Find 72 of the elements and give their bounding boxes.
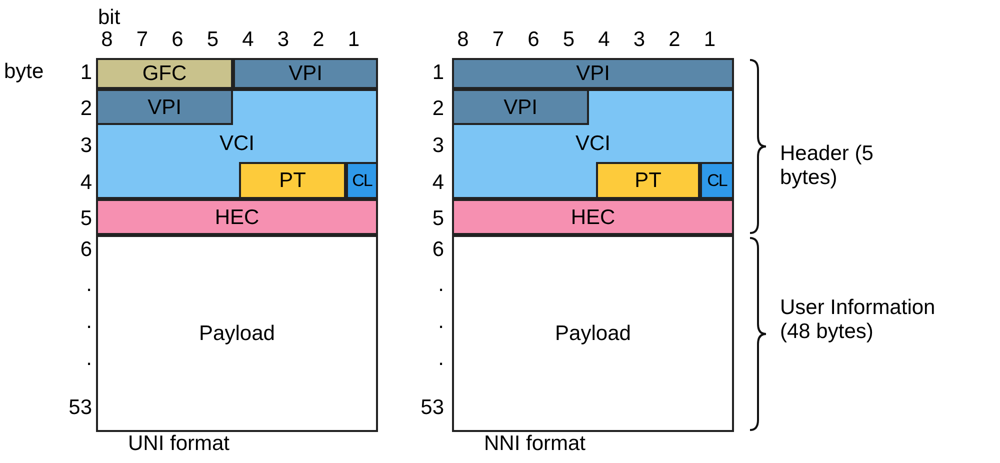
bit-number: 4 [597, 28, 611, 52]
bit-number: 6 [170, 28, 184, 52]
byte-number: 4 [431, 171, 444, 195]
bit-field [96, 199, 378, 235]
field-label: VCI [218, 131, 256, 157]
byte-number: 6 [431, 238, 444, 262]
byte-number: 1 [431, 61, 444, 85]
bit-number: 1 [346, 28, 361, 52]
field-label: VPI [146, 94, 182, 120]
byte-number: . [437, 347, 444, 371]
byte-number: 4 [79, 171, 92, 195]
field-label: HEC [214, 204, 260, 230]
byte-number: 1 [79, 61, 92, 85]
byte-number: . [85, 310, 92, 334]
byte-number: 5 [79, 207, 92, 231]
bit-number: 3 [276, 28, 290, 52]
byte-number: 3 [431, 134, 444, 158]
field-label: VCI [574, 131, 612, 157]
field-label: PT [634, 168, 662, 194]
bit-field [96, 89, 378, 199]
field-label: HEC [570, 204, 616, 230]
bit-number: 2 [312, 28, 326, 52]
bit-field [96, 58, 233, 89]
bit-field [452, 235, 734, 432]
bit-field [452, 89, 734, 199]
byte-number: 3 [79, 134, 92, 158]
axis-title: bit [98, 6, 122, 30]
bit-field [452, 89, 589, 125]
field-label: VPI [502, 94, 538, 120]
bit-number: 3 [632, 28, 646, 52]
bit-field [239, 162, 346, 199]
field-label: VPI [575, 61, 611, 87]
section-label: Header (5 bytes) [780, 142, 874, 190]
section-label: User Information (48 bytes) [780, 296, 936, 344]
bit-field [233, 58, 378, 89]
bit-number: 7 [135, 28, 150, 52]
field-label: CL [351, 170, 374, 192]
byte-number: 2 [79, 97, 92, 121]
axis-title: byte [4, 60, 45, 84]
bit-number: 6 [526, 28, 540, 52]
byte-number: 53 [420, 396, 444, 420]
byte-number: . [437, 310, 444, 334]
byte-number: 6 [79, 238, 92, 262]
field-label: GFC [141, 61, 188, 87]
byte-number: . [85, 347, 92, 371]
bit-field [452, 58, 734, 89]
field-label: Payload [554, 321, 632, 347]
bit-field [96, 235, 378, 432]
bit-number: 8 [100, 28, 114, 52]
caption-label: NNI format [484, 432, 587, 456]
field-label: CL [706, 170, 728, 192]
field-label: PT [278, 168, 307, 194]
bit-number: 8 [456, 28, 470, 52]
byte-number: . [85, 273, 92, 297]
bit-number: 1 [702, 28, 717, 52]
byte-number: 2 [431, 97, 444, 121]
bit-field [96, 89, 233, 125]
byte-number: 53 [68, 396, 92, 420]
bit-number: 5 [206, 28, 220, 52]
bit-field [596, 162, 700, 199]
bit-field [452, 199, 734, 235]
bit-number: 2 [668, 28, 682, 52]
byte-number: . [437, 273, 444, 297]
field-label: Payload [198, 321, 276, 347]
byte-number: 5 [431, 207, 444, 231]
bit-number: 4 [241, 28, 255, 52]
bit-field [346, 162, 378, 199]
bit-number: 5 [562, 28, 576, 52]
bit-field [700, 162, 734, 199]
caption-label: UNI format [128, 432, 231, 456]
bit-number: 7 [491, 28, 506, 52]
field-label: VPI [288, 61, 324, 87]
